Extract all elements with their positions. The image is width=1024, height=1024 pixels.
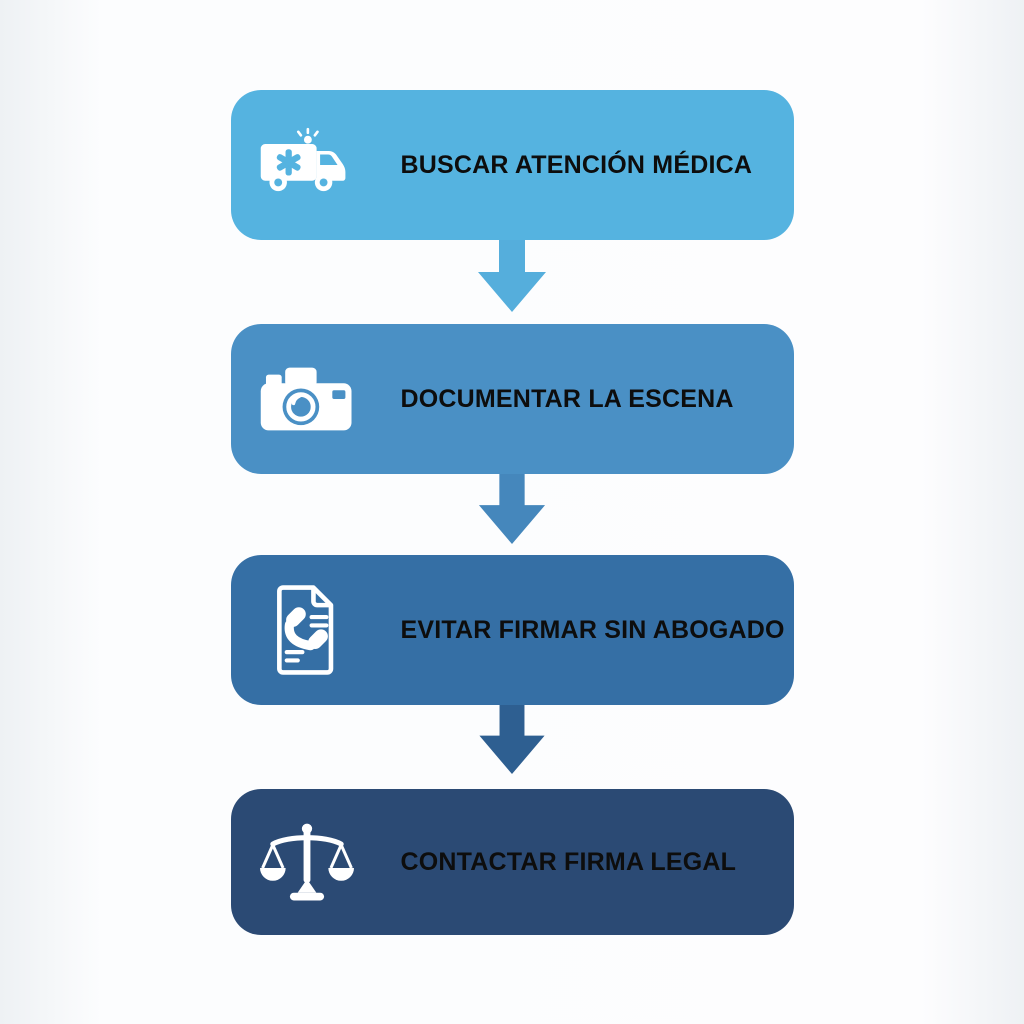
down-arrow-icon <box>479 705 545 775</box>
step-label: EVITAR FIRMAR SIN ABOGADO <box>400 615 785 644</box>
step-box-document-scene: DOCUMENTAR LA ESCENA <box>230 324 794 474</box>
connector-3 <box>478 705 546 789</box>
camera-icon <box>259 349 355 449</box>
ambulance-icon <box>259 115 355 215</box>
connector-2 <box>478 474 546 555</box>
step-label: BUSCAR ATENCIÓN MÉDICA <box>400 150 753 179</box>
connector-1 <box>478 240 546 324</box>
scales-of-justice-icon <box>259 812 355 912</box>
step-box-avoid-signing-without-lawyer: EVITAR FIRMAR SIN ABOGADO <box>230 555 794 705</box>
phone-document-icon <box>259 580 355 680</box>
step-box-contact-legal-firm: CONTACTAR FIRMA LEGAL <box>230 789 794 935</box>
step-label: CONTACTAR FIRMA LEGAL <box>400 847 737 876</box>
down-arrow-icon <box>478 474 546 545</box>
step-box-seek-medical-attention: BUSCAR ATENCIÓN MÉDICA <box>230 90 794 240</box>
down-arrow-icon <box>478 240 546 312</box>
step-label: DOCUMENTAR LA ESCENA <box>400 384 734 413</box>
